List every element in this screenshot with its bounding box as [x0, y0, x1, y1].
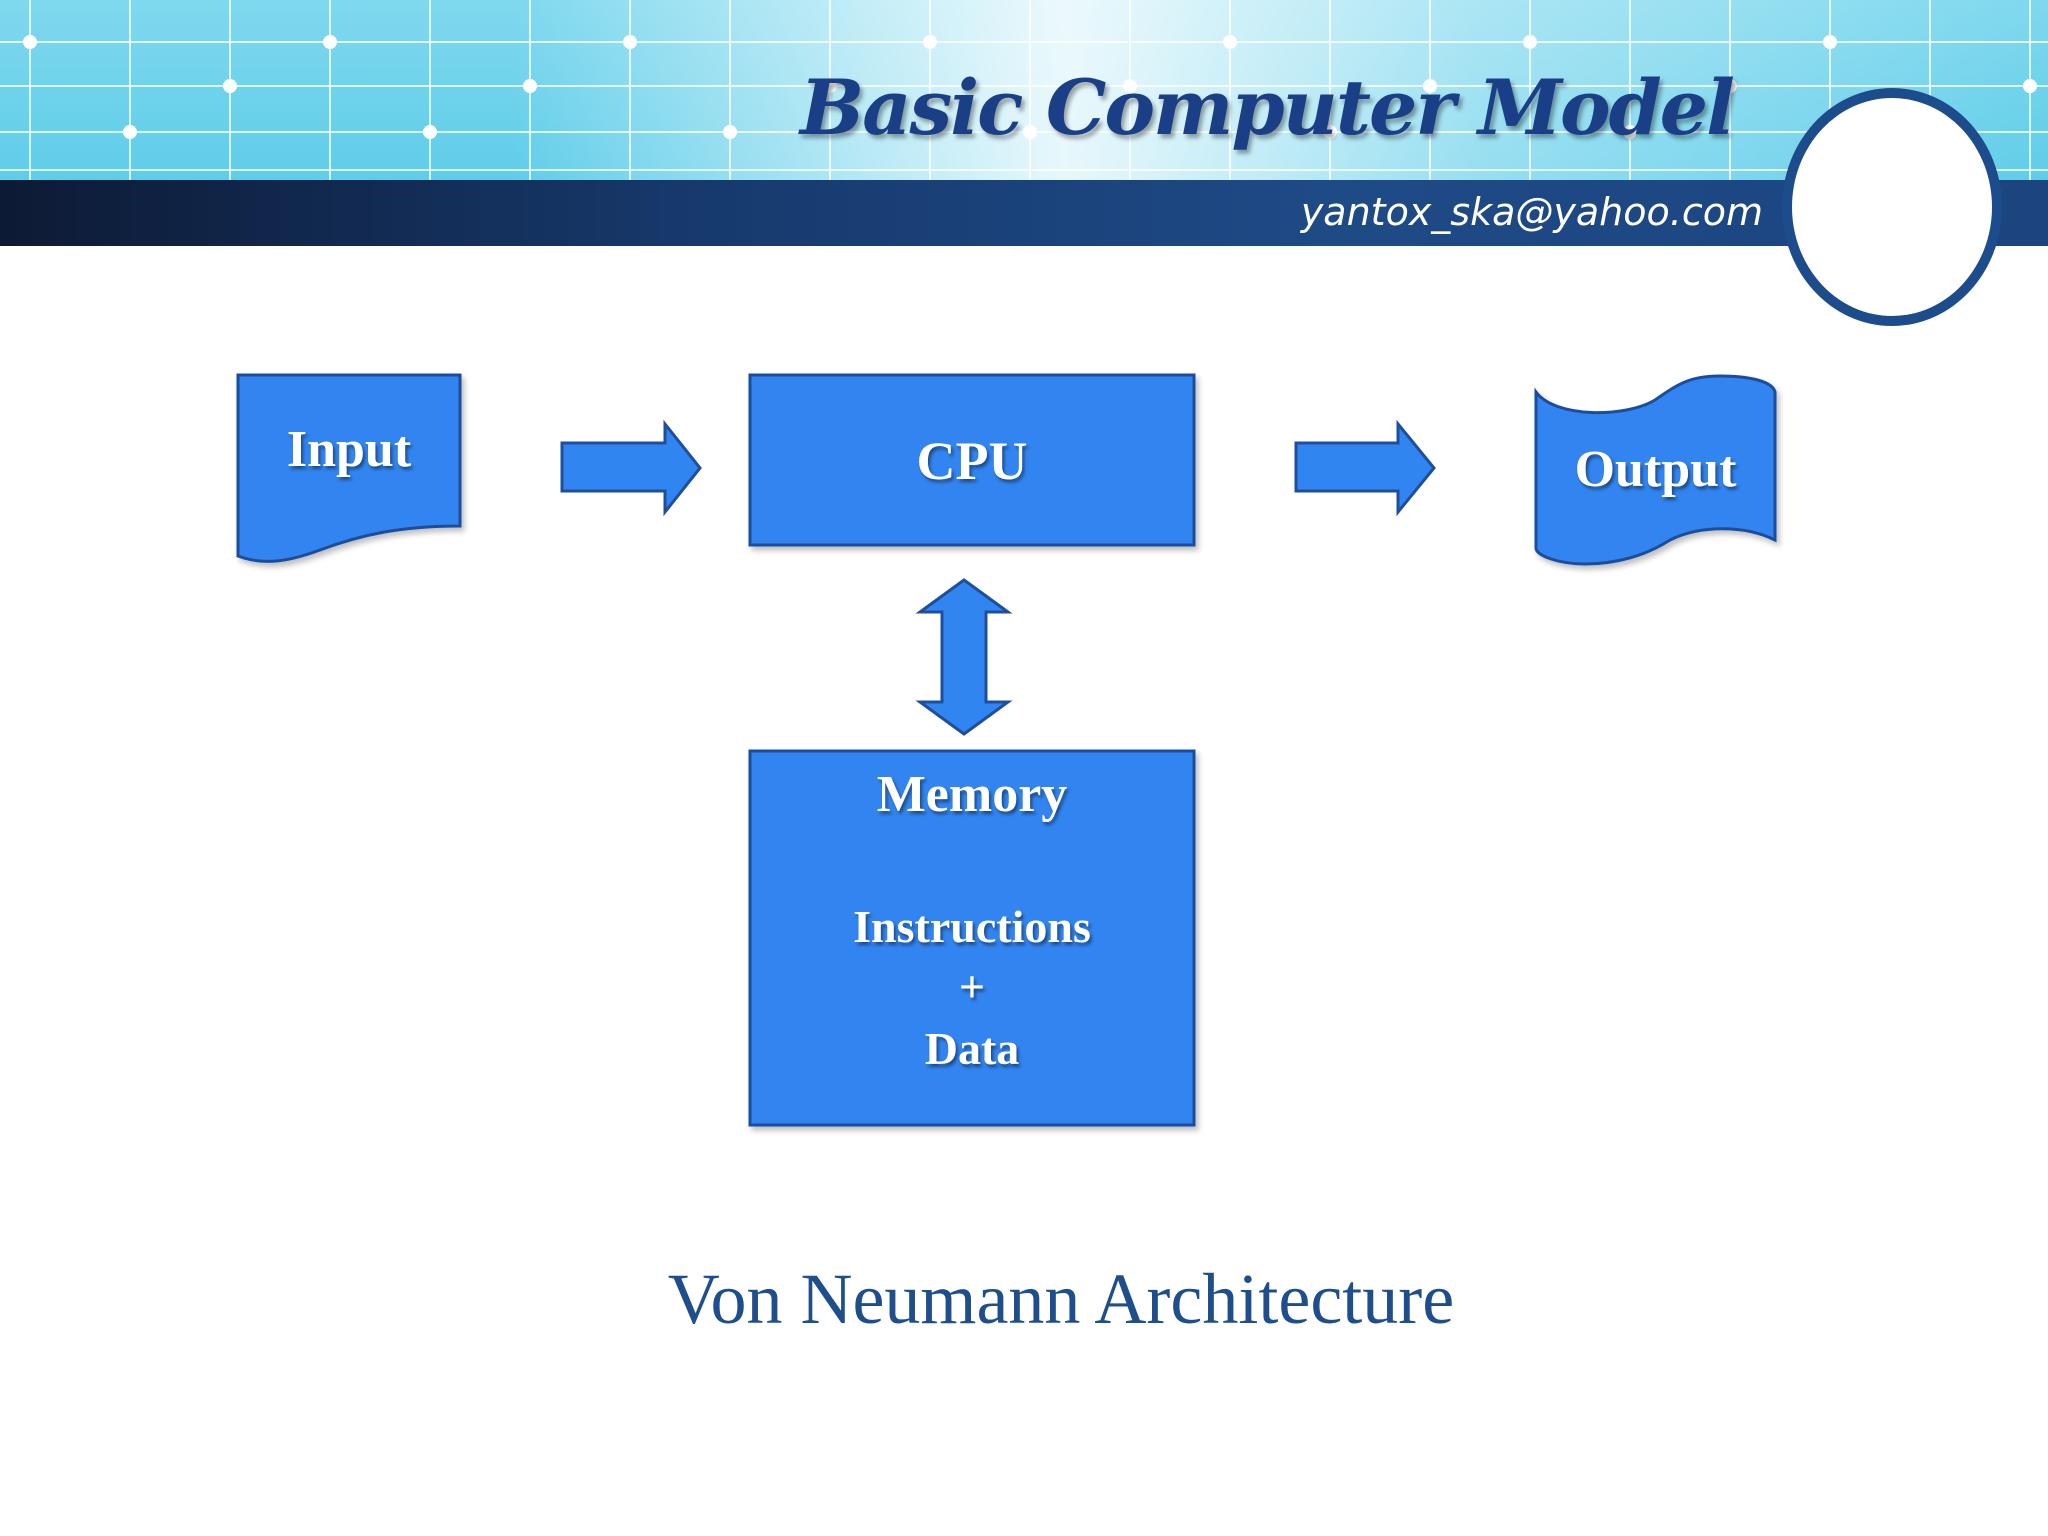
diagram-caption: Von Neumann Architecture [667, 1259, 1455, 1339]
header-bar [0, 180, 2048, 246]
memory-title: Memory [876, 766, 1068, 823]
output-node [1534, 374, 1777, 566]
header-banner [0, 0, 2048, 180]
logo-circle [1782, 88, 2002, 326]
memory-line-plus: + [958, 961, 986, 1012]
memory-node [748, 749, 1196, 1127]
cpu-node [748, 373, 1196, 547]
author-email: yantox_ska@yahoo.com [1300, 190, 1763, 234]
output-label: Output [1574, 441, 1737, 498]
grid-pattern [0, 0, 2048, 180]
arrow-cpu-memory [915, 578, 1013, 736]
arrow-cpu-to-output [1294, 419, 1436, 517]
slide-title: Basic Computer Model [800, 63, 1735, 152]
arrow-input-to-cpu [560, 419, 702, 517]
memory-line-instructions: Instructions [853, 901, 1091, 952]
cpu-label: CPU [916, 431, 1028, 491]
memory-line-data: Data [924, 1023, 1020, 1074]
input-label: Input [286, 421, 412, 478]
input-node [236, 373, 462, 563]
